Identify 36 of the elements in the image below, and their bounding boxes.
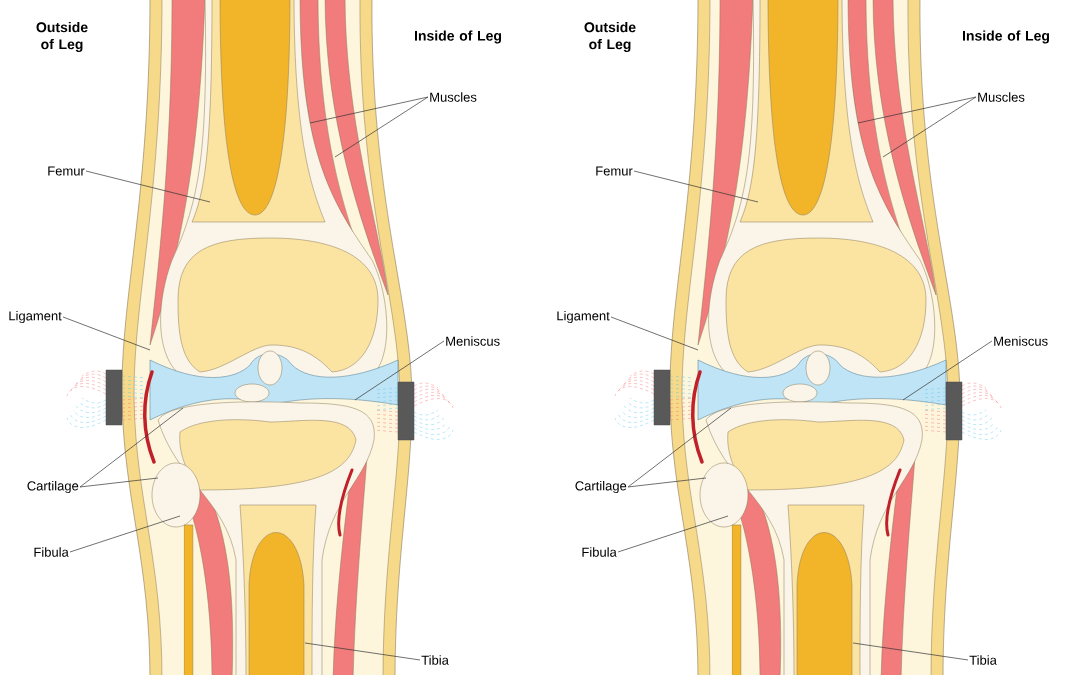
leader-line xyxy=(85,170,211,203)
leader-line xyxy=(304,642,421,661)
part-label: Tibia xyxy=(969,655,997,665)
part-label: Cartilage xyxy=(27,480,79,494)
part-label: Cartilage xyxy=(575,480,627,494)
side-heading: Inside of Leg xyxy=(415,30,501,44)
leader-line xyxy=(633,170,759,203)
leader-line xyxy=(627,407,732,488)
side-heading: Outside of Leg xyxy=(36,21,88,53)
leader-line xyxy=(69,515,181,553)
part-label: Fibula xyxy=(34,547,69,557)
leader-line xyxy=(852,642,969,661)
part-label: Meniscus xyxy=(994,336,1048,346)
part-label: Fibula xyxy=(582,547,617,557)
leader-line xyxy=(617,515,729,553)
leader-line xyxy=(62,316,151,351)
leader-line xyxy=(79,477,159,488)
leader-line xyxy=(309,96,429,124)
leader-line xyxy=(857,96,977,124)
side-heading: Inside of Leg xyxy=(963,30,1049,44)
leader-line xyxy=(79,407,184,488)
leader-line xyxy=(334,96,429,158)
leader-line xyxy=(354,340,445,401)
part-label: Femur xyxy=(48,166,85,176)
leader-line xyxy=(627,477,707,488)
part-label: Femur xyxy=(596,166,633,176)
leader-line xyxy=(610,316,699,351)
part-label: Ligament xyxy=(9,310,62,324)
part-label: Muscles xyxy=(430,92,477,102)
part-label: Meniscus xyxy=(446,336,500,346)
leader-line xyxy=(882,96,977,158)
part-label: Tibia xyxy=(421,655,449,665)
part-label: Ligament xyxy=(557,310,610,324)
side-heading: Outside of Leg xyxy=(584,21,636,53)
leader-line xyxy=(902,340,993,401)
part-label: Muscles xyxy=(978,92,1025,102)
